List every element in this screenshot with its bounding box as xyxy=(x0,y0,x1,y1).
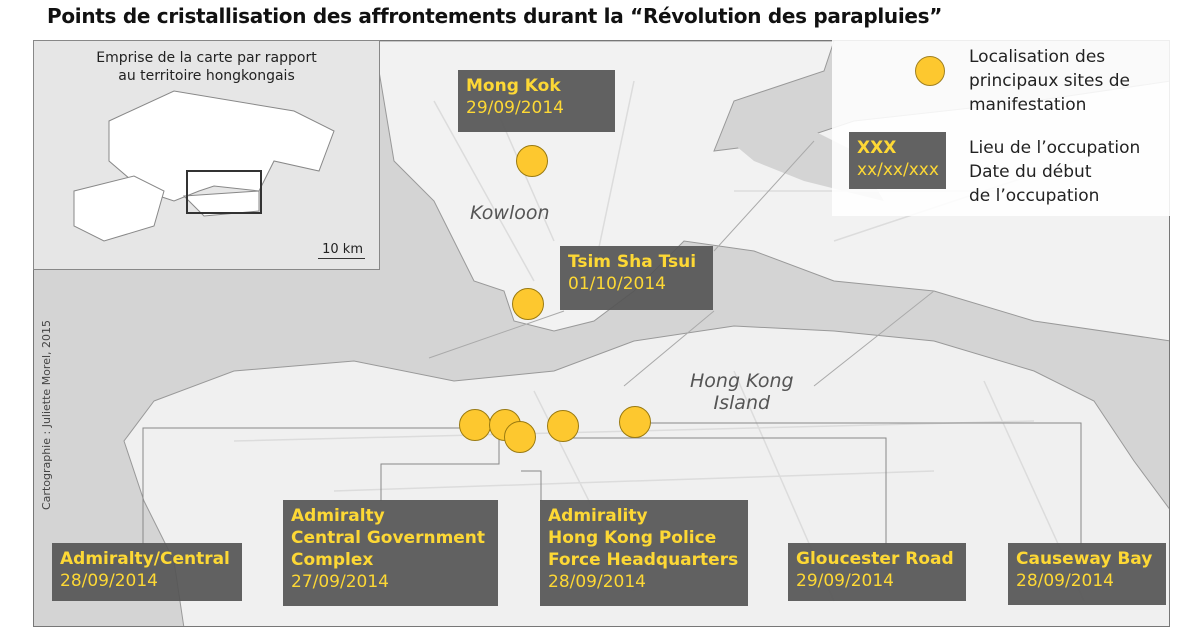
label-mong-kok: Mong Kok 29/09/2014 xyxy=(458,70,615,132)
place-line: Island xyxy=(713,392,771,414)
legend-line: manifestation xyxy=(969,95,1087,115)
site-name: Complex xyxy=(291,550,374,570)
marker-causeway-bay[interactable] xyxy=(619,406,651,438)
legend-box-label: Lieu de l’occupation Date du début de l’… xyxy=(969,136,1140,208)
legend-line: Lieu de l’occupation xyxy=(969,138,1141,158)
legend-line: Localisation des xyxy=(969,47,1106,67)
map-extent-box xyxy=(186,170,262,214)
site-name: Central Government xyxy=(291,528,486,548)
site-name: Admiralty xyxy=(291,506,385,526)
legend-box-name: XXX xyxy=(857,138,897,158)
site-name: Force Headquarters xyxy=(548,550,739,570)
inset-map: Emprise de la carte par rapport au terri… xyxy=(33,40,380,270)
place-hong-kong-island: Hong Kong Island xyxy=(690,370,794,414)
legend-marker-icon xyxy=(915,56,945,86)
connector-lines xyxy=(142,140,1082,544)
site-name: Admiralty/Central xyxy=(60,549,230,569)
site-name: Mong Kok xyxy=(466,76,561,96)
site-name: Causeway Bay xyxy=(1016,549,1153,569)
site-date: 01/10/2014 xyxy=(568,274,666,294)
legend-label-box: XXX xx/xx/xxx xyxy=(849,132,946,189)
marker-gloucester-road[interactable] xyxy=(547,410,579,442)
label-tsim-sha-tsui: Tsim Sha Tsui 01/10/2014 xyxy=(560,246,713,310)
site-date: 29/09/2014 xyxy=(796,571,894,591)
legend-marker-label: Localisation des principaux sites de man… xyxy=(969,45,1130,117)
legend: Localisation des principaux sites de man… xyxy=(832,40,1170,216)
inset-caption-line2: au territoire hongkongais xyxy=(118,68,295,84)
credit: Cartographie : Juliette Morel, 2015 xyxy=(40,319,53,510)
marker-admiralty-central[interactable] xyxy=(459,409,491,441)
hong-kong-territory-outline xyxy=(73,90,335,242)
site-date: 27/09/2014 xyxy=(291,572,389,592)
scale-bar: 10 km xyxy=(318,242,365,259)
site-name: Tsim Sha Tsui xyxy=(568,252,697,272)
label-police-hq: Admirality Hong Kong Police Force Headqu… xyxy=(540,500,748,606)
legend-line: de l’occupation xyxy=(969,186,1100,206)
legend-line: Date du début xyxy=(969,162,1092,182)
map-title: Points de cristallisation des affronteme… xyxy=(47,4,943,28)
marker-mong-kok[interactable] xyxy=(516,145,548,177)
site-date: 28/09/2014 xyxy=(60,571,158,591)
place-line: Hong Kong xyxy=(690,370,794,392)
label-gloucester-road: Gloucester Road 29/09/2014 xyxy=(788,543,966,601)
label-causeway-bay: Causeway Bay 28/09/2014 xyxy=(1008,543,1166,605)
legend-box-date: xx/xx/xxx xyxy=(857,160,939,180)
site-date: 28/09/2014 xyxy=(548,572,646,592)
label-admiralty-central: Admiralty/Central 28/09/2014 xyxy=(52,543,242,601)
label-government-complex: Admiralty Central Government Complex 27/… xyxy=(283,500,498,606)
site-date: 28/09/2014 xyxy=(1016,571,1114,591)
site-name: Admirality xyxy=(548,506,648,526)
marker-police-hq[interactable] xyxy=(504,421,536,453)
place-kowloon: Kowloon xyxy=(470,202,550,224)
site-date: 29/09/2014 xyxy=(466,98,564,118)
inset-caption-line1: Emprise de la carte par rapport xyxy=(96,50,317,66)
site-name: Gloucester Road xyxy=(796,549,954,569)
marker-tsim-sha-tsui[interactable] xyxy=(512,288,544,320)
legend-line: principaux sites de xyxy=(969,71,1131,91)
site-name: Hong Kong Police xyxy=(548,528,717,548)
